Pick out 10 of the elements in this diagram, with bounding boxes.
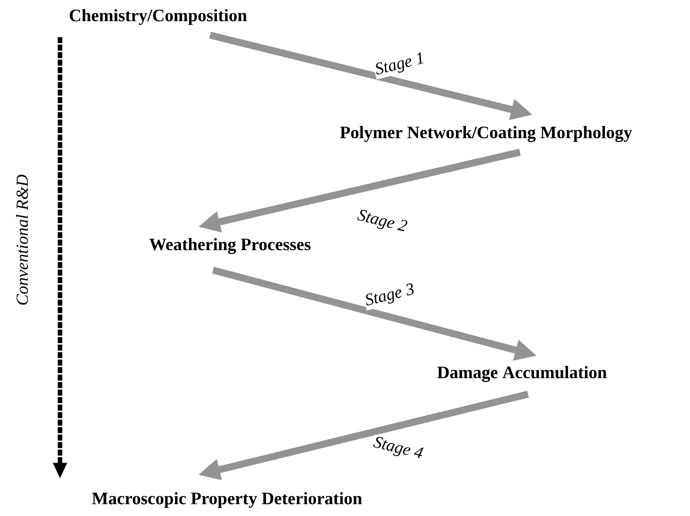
edge-label: Stage 3 bbox=[362, 282, 418, 310]
edge-label: Stage 1 bbox=[372, 50, 428, 80]
stage-text: Polymer Network/Coating Morphology bbox=[340, 126, 632, 142]
edge-label: Stage 4 bbox=[370, 434, 426, 464]
edge-label: Conventional R&D bbox=[15, 173, 29, 307]
stage-text: Damage Accumulation bbox=[437, 366, 607, 382]
edge-label: Stage 2 bbox=[354, 208, 410, 236]
stage-text: Macroscopic Property Deterioration bbox=[92, 492, 362, 508]
stage-text: Chemistry/Composition bbox=[70, 9, 247, 25]
stage-text: Weathering Processes bbox=[149, 238, 311, 254]
